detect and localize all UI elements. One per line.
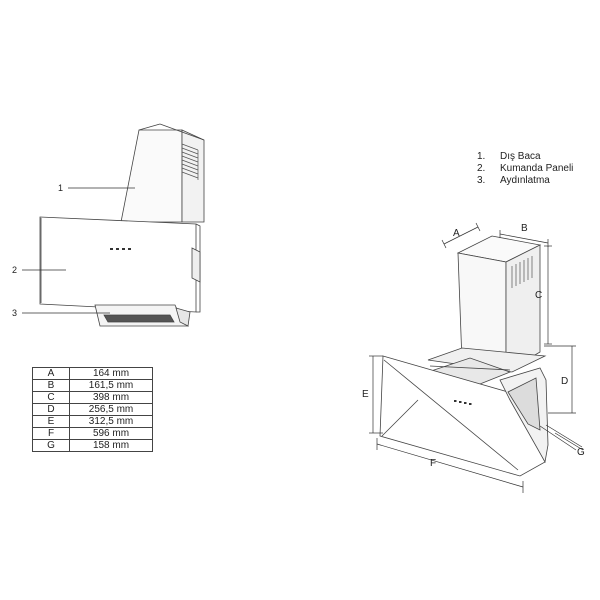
control-buttons [110, 248, 131, 250]
dimension-key: E [32, 415, 70, 428]
dimension-value: 398 mm [69, 391, 153, 404]
dim-label-d: D [561, 376, 568, 387]
iso-glass-panel [379, 355, 546, 477]
dimension-value: 158 mm [69, 439, 153, 452]
iso-control-buttons [454, 400, 472, 405]
callout-3: 3 [12, 308, 17, 318]
chimney-vent-grille [181, 143, 199, 180]
dimension-key: G [32, 439, 70, 452]
dim-label-a: A [453, 228, 460, 239]
callout-1: 1 [58, 183, 63, 193]
dimension-value: 164 mm [69, 367, 153, 380]
dim-label-b: B [521, 223, 528, 234]
dimension-value: 312,5 mm [69, 415, 153, 428]
dimension-value: 161,5 mm [69, 379, 153, 392]
legend-text-1: Dış Baca [500, 151, 541, 162]
callout-2: 2 [12, 265, 17, 275]
iso-chimney-side [505, 244, 541, 373]
legend-text-3: Aydınlatma [500, 175, 550, 186]
dimension-lines [369, 222, 584, 493]
dimension-value: 256,5 mm [69, 403, 153, 416]
dimension-key: B [32, 379, 70, 392]
legend: 1. Dış Baca 2. Kumanda Paneli 3. Aydınla… [477, 151, 573, 186]
dimension-key: A [32, 367, 70, 380]
dimension-key: C [32, 391, 70, 404]
legend-num-2: 2. [477, 163, 485, 174]
legend-text-2: Kumanda Paneli [500, 163, 573, 174]
iso-vent-grille [511, 256, 533, 288]
glass-panel [39, 216, 197, 313]
hood-side-view [39, 123, 205, 327]
chimney-left-face [120, 129, 183, 223]
dimension-key: F [32, 427, 70, 440]
dim-label-c: C [535, 290, 542, 301]
dimension-key: D [32, 403, 70, 416]
hood-isometric-view [379, 235, 549, 477]
dimension-value: 596 mm [69, 427, 153, 440]
dim-label-f: F [430, 458, 436, 469]
legend-num-3: 3. [477, 175, 485, 186]
dim-label-e: E [362, 389, 369, 400]
callout-leaders [22, 187, 135, 314]
legend-num-1: 1. [477, 151, 485, 162]
dim-label-g: G [577, 447, 585, 458]
